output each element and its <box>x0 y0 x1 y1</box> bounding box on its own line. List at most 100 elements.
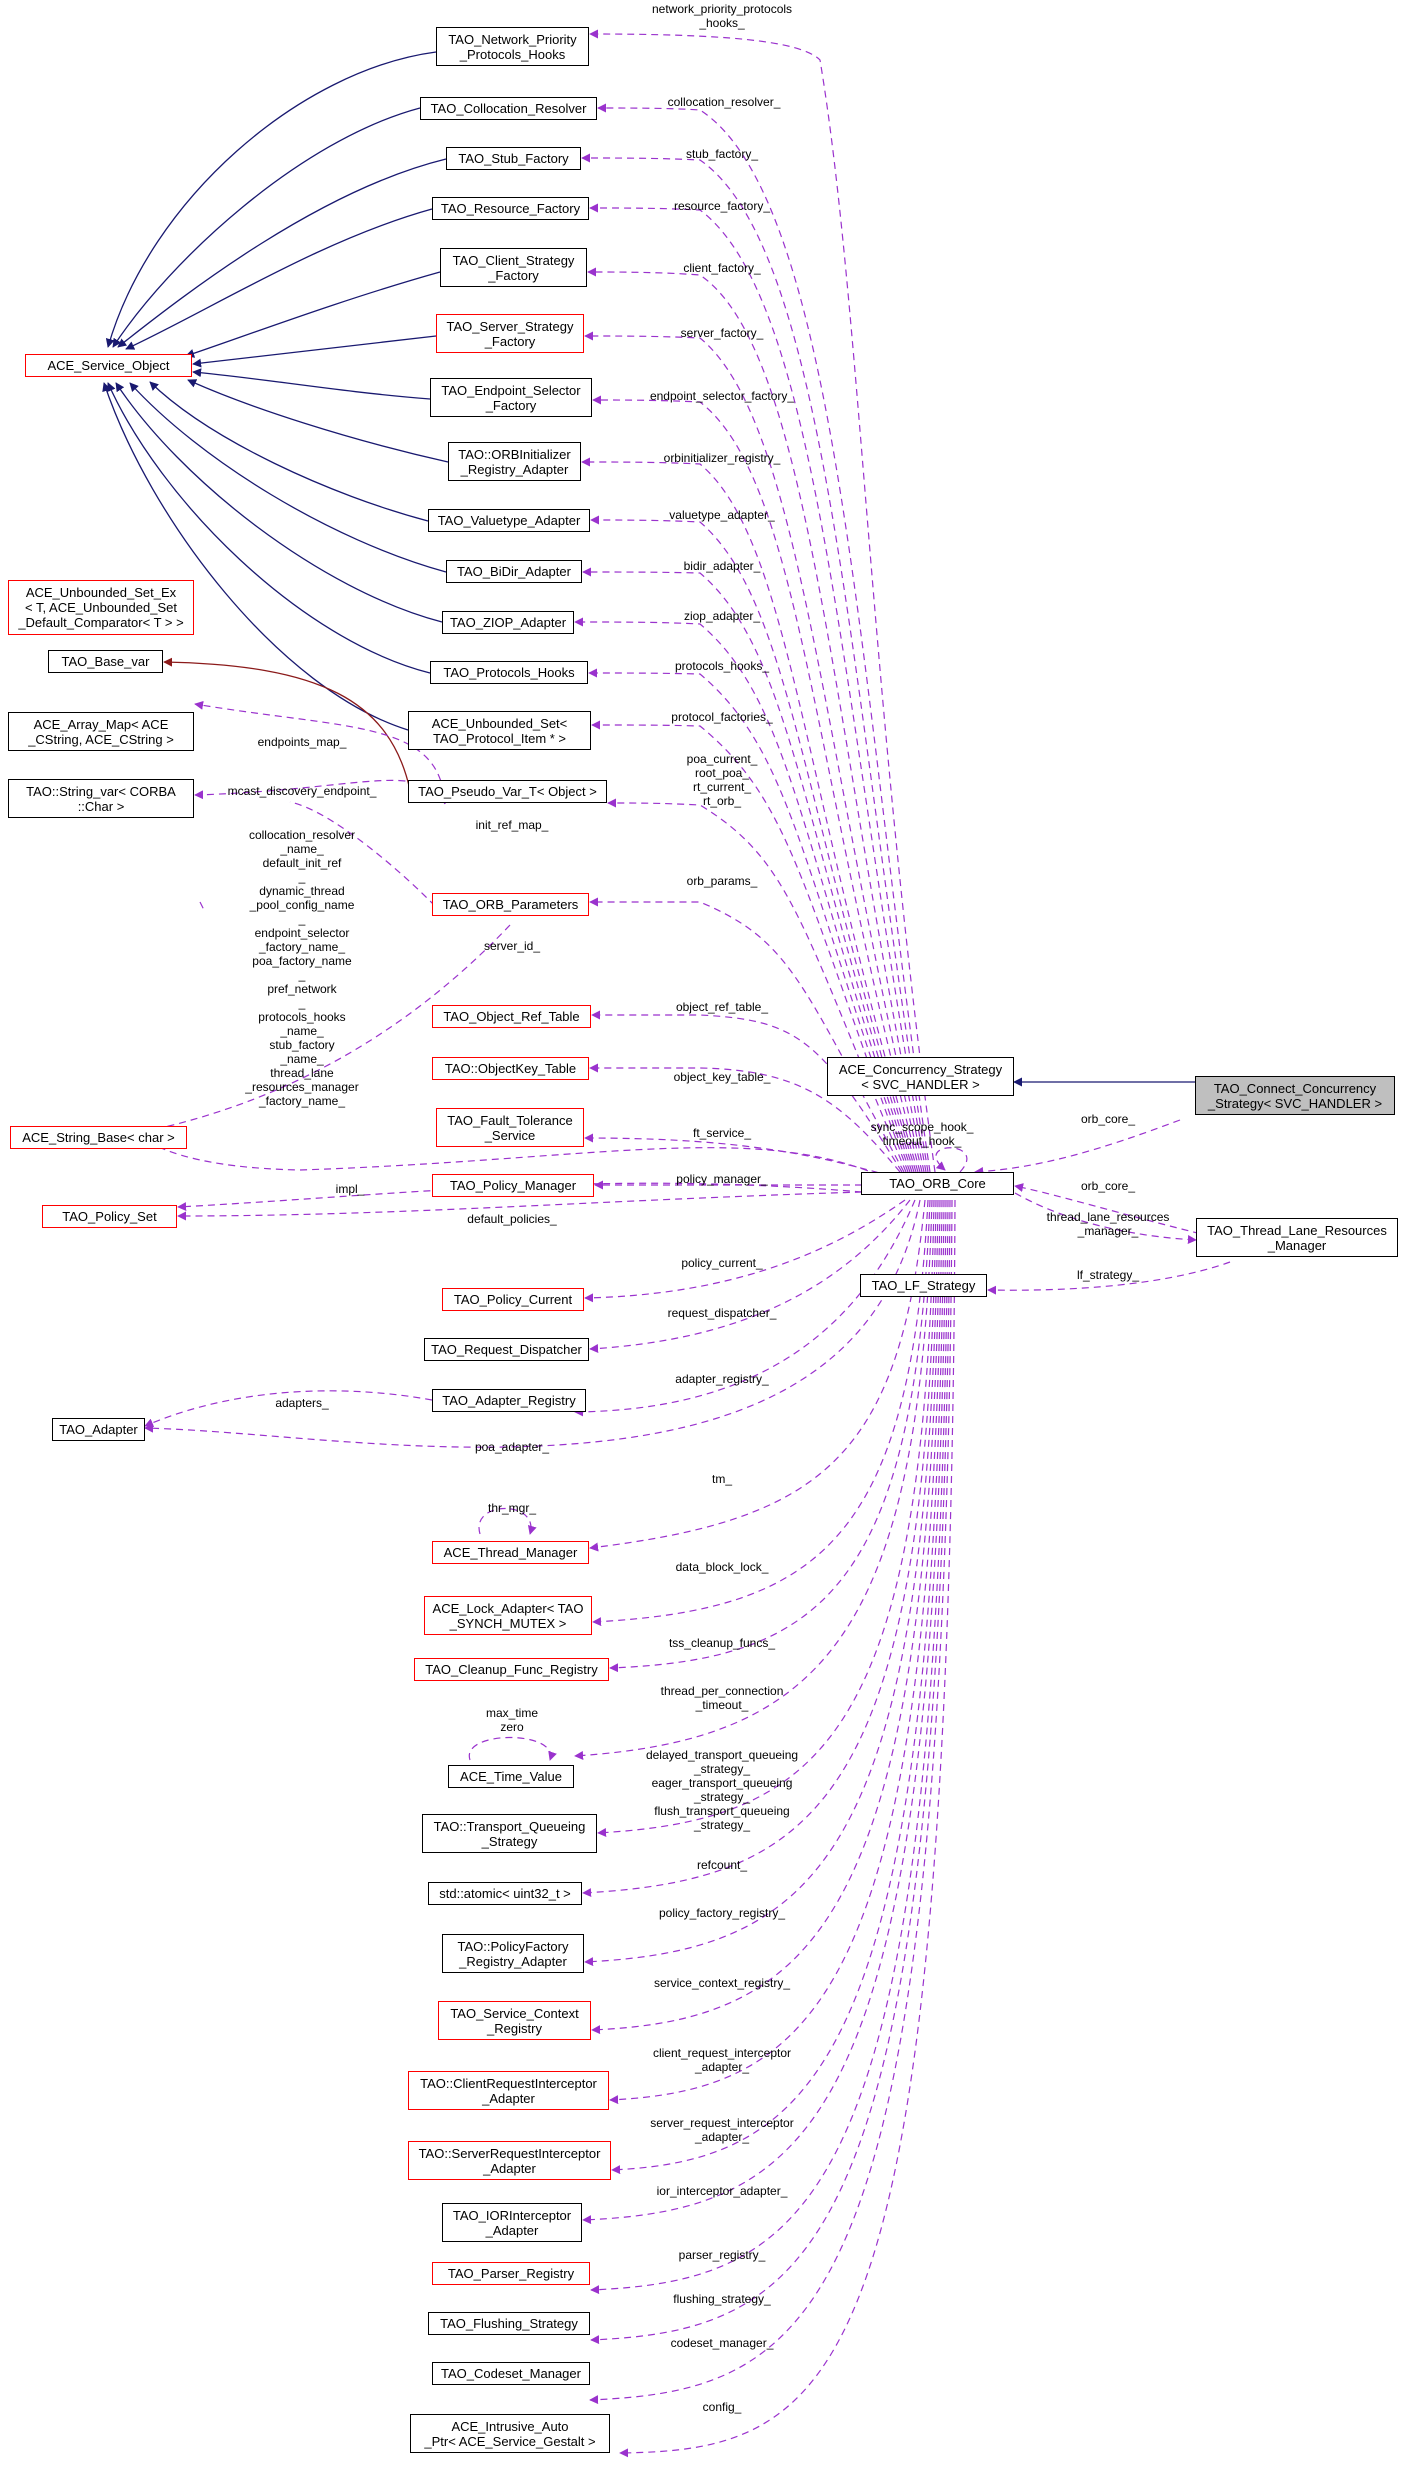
server-request-interceptor-adapter-node[interactable]: TAO::ServerRequestInterceptor _Adapter <box>408 2141 611 2180</box>
edge-label-protocols-hooks: protocols_hooks_ <box>674 659 770 673</box>
orb-parameters-node[interactable]: TAO_ORB_Parameters <box>432 893 589 916</box>
edge-label-policy-manager: policy_manager_ <box>676 1172 768 1186</box>
edge-label-sync-timeout: sync_scope_hook_ timeout_hook_ <box>870 1120 974 1148</box>
pseudo-var-node[interactable]: TAO_Pseudo_Var_T< Object > <box>408 780 607 803</box>
edge-label-default-policies: default_policies_ <box>467 1212 557 1226</box>
resource-factory-node[interactable]: TAO_Resource_Factory <box>432 197 589 220</box>
flushing-strategy-node[interactable]: TAO_Flushing_Strategy <box>428 2312 590 2335</box>
edge-label-tm: tm_ <box>711 1472 733 1486</box>
edge-label-policy-factory-registry: policy_factory_registry_ <box>658 1906 786 1920</box>
objectkey-table-node[interactable]: TAO::ObjectKey_Table <box>432 1057 589 1080</box>
edge-label-bidir-adapter: bidir_adapter_ <box>683 559 761 573</box>
usage-edges <box>137 29 1236 2458</box>
parser-registry-node[interactable]: TAO_Parser_Registry <box>432 2262 590 2285</box>
collocation-resolver-node[interactable]: TAO_Collocation_Resolver <box>420 97 597 120</box>
edge-label-impl: impl_ <box>335 1182 365 1196</box>
codeset-manager-node[interactable]: TAO_Codeset_Manager <box>432 2362 590 2385</box>
transport-queueing-strategy-node[interactable]: TAO::Transport_Queueing _Strategy <box>422 1814 597 1853</box>
edge-label-collocation-resolver: collocation_resolver_ <box>667 95 781 109</box>
network-priority-protocols-hooks-node[interactable]: TAO_Network_Priority _Protocols_Hooks <box>436 27 589 66</box>
object-ref-table-node[interactable]: TAO_Object_Ref_Table <box>432 1005 591 1028</box>
edge-label-max-time-zero: max_time zero <box>485 1706 539 1734</box>
endpoint-selector-factory-node[interactable]: TAO_Endpoint_Selector _Factory <box>430 378 592 417</box>
edge-label-codeset-manager: codeset_manager_ <box>670 2336 774 2350</box>
edge-label-ziop-adapter: ziop_adapter_ <box>683 609 761 623</box>
policy-manager-node[interactable]: TAO_Policy_Manager <box>432 1174 594 1197</box>
tao-adapter-node[interactable]: TAO_Adapter <box>52 1418 145 1441</box>
edge-label-orb-params: orb_params_ <box>686 874 758 888</box>
edge-label-orb-core-connect: orb_core_ <box>1080 1112 1136 1126</box>
edge-label-client-request-interceptor: client_request_interceptor _adapter_ <box>652 2046 792 2074</box>
edge-label-string-members: collocation_resolver _name_ default_init… <box>245 828 359 1108</box>
edge-label-server-request-interceptor: server_request_interceptor _adapter_ <box>650 2116 794 2144</box>
tao-base-var-node[interactable]: TAO_Base_var <box>48 650 163 673</box>
stub-factory-node[interactable]: TAO_Stub_Factory <box>446 147 581 170</box>
time-value-node[interactable]: ACE_Time_Value <box>448 1765 574 1788</box>
edge-label-client-factory: client_factory_ <box>683 261 761 275</box>
edge-label-object-ref-table: object_ref_table_ <box>675 1000 769 1014</box>
edge-label-orbinitializer-registry: orbinitializer_registry_ <box>663 451 781 465</box>
thread-manager-node[interactable]: ACE_Thread_Manager <box>432 1541 589 1564</box>
edge-label-server-id: server_id_ <box>483 939 541 953</box>
template-edges <box>163 657 411 791</box>
edge-label-resource-factory: resource_factory_ <box>673 199 771 213</box>
client-strategy-factory-node[interactable]: TAO_Client_Strategy _Factory <box>440 248 587 287</box>
edge-label-refcount: refcount_ <box>696 1858 748 1872</box>
protocols-hooks-node[interactable]: TAO_Protocols_Hooks <box>430 661 588 684</box>
edge-label-ior-interceptor: ior_interceptor_adapter_ <box>656 2184 788 2198</box>
unbounded-set-protocol-item-node[interactable]: ACE_Unbounded_Set< TAO_Protocol_Item * > <box>408 711 591 750</box>
tao-string-var-node[interactable]: TAO::String_var< CORBA ::Char > <box>8 779 194 818</box>
tao-policy-set-node[interactable]: TAO_Policy_Set <box>42 1205 177 1228</box>
ior-interceptor-adapter-node[interactable]: TAO_IORInterceptor _Adapter <box>442 2203 582 2242</box>
ace-unbounded-set-ex-node[interactable]: ACE_Unbounded_Set_Ex < T, ACE_Unbounded_… <box>8 580 194 635</box>
orbinitializer-registry-adapter-node[interactable]: TAO::ORBInitializer _Registry_Adapter <box>448 442 581 481</box>
edge-label-network-priority: network_priority_protocols _hooks_ <box>651 2 793 30</box>
edge-label-endpoint-selector-factory: endpoint_selector_factory_ <box>649 389 795 403</box>
lock-adapter-node[interactable]: ACE_Lock_Adapter< TAO _SYNCH_MUTEX > <box>424 1596 592 1635</box>
cleanup-func-registry-node[interactable]: TAO_Cleanup_Func_Registry <box>414 1658 609 1681</box>
valuetype-adapter-node[interactable]: TAO_Valuetype_Adapter <box>428 509 590 532</box>
edge-label-endpoints-map: endpoints_map_ <box>257 735 347 749</box>
fault-tolerance-service-node[interactable]: TAO_Fault_Tolerance _Service <box>436 1108 584 1147</box>
edge-label-flushing-strategy: flushing_strategy_ <box>673 2292 771 2306</box>
ace-string-base-node[interactable]: ACE_String_Base< char > <box>10 1126 187 1149</box>
policyfactory-registry-adapter-node[interactable]: TAO::PolicyFactory _Registry_Adapter <box>442 1934 584 1973</box>
intrusive-auto-ptr-node[interactable]: ACE_Intrusive_Auto _Ptr< ACE_Service_Ges… <box>410 2414 610 2453</box>
bidir-adapter-node[interactable]: TAO_BiDir_Adapter <box>446 560 582 583</box>
inheritance-edges <box>102 51 1195 1087</box>
edge-label-poa-adapter: poa_adapter_ <box>474 1440 550 1454</box>
concurrency-strategy-node[interactable]: ACE_Concurrency_Strategy < SVC_HANDLER > <box>827 1057 1014 1096</box>
policy-current-node[interactable]: TAO_Policy_Current <box>442 1288 584 1311</box>
ace-service-object-node[interactable]: ACE_Service_Object <box>25 354 192 377</box>
client-request-interceptor-adapter-node[interactable]: TAO::ClientRequestInterceptor _Adapter <box>408 2071 609 2110</box>
edge-label-thread-per-connection: thread_per_connection _timeout_ <box>660 1684 784 1712</box>
lf-strategy-node[interactable]: TAO_LF_Strategy <box>860 1274 987 1297</box>
service-context-registry-node[interactable]: TAO_Service_Context _Registry <box>438 2001 591 2040</box>
connect-concurrency-strategy-node[interactable]: TAO_Connect_Concurrency _Strategy< SVC_H… <box>1195 1076 1395 1115</box>
adapter-registry-node[interactable]: TAO_Adapter_Registry <box>432 1389 586 1412</box>
edge-label-lf-strategy: lf_strategy_ <box>1076 1268 1140 1282</box>
ace-array-map-node[interactable]: ACE_Array_Map< ACE _CString, ACE_CString… <box>8 712 194 751</box>
edge-label-service-context-registry: service_context_registry_ <box>653 1976 791 1990</box>
edge-label-object-key-table: object_key_table_ <box>673 1070 771 1084</box>
edge-label-protocol-factories: protocol_factories_ <box>671 710 773 724</box>
edge-label-thread-lane-resources: thread_lane_resources _manager_ <box>1046 1210 1170 1238</box>
server-strategy-factory-node[interactable]: TAO_Server_Strategy _Factory <box>436 314 584 353</box>
request-dispatcher-node[interactable]: TAO_Request_Dispatcher <box>424 1338 589 1361</box>
edge-label-adapters: adapters_ <box>275 1396 329 1410</box>
edge-label-valuetype-adapter: valuetype_adapter_ <box>669 508 775 522</box>
ziop-adapter-node[interactable]: TAO_ZIOP_Adapter <box>442 611 574 634</box>
edge-label-init-ref-map: init_ref_map_ <box>475 818 549 832</box>
edge-label-request-dispatcher: request_dispatcher_ <box>667 1306 777 1320</box>
edge-label-adapter-registry: adapter_registry_ <box>675 1372 769 1386</box>
edge-label-tss-cleanup: tss_cleanup_funcs_ <box>668 1636 776 1650</box>
edge-label-policy-current: policy_current_ <box>681 1256 763 1270</box>
atomic-uint32-node[interactable]: std::atomic< uint32_t > <box>428 1882 582 1905</box>
thread-lane-resources-manager-node[interactable]: TAO_Thread_Lane_Resources _Manager <box>1196 1218 1398 1257</box>
edge-label-orb-core-lane: orb_core_ <box>1080 1179 1136 1193</box>
edge-label-thr-mgr: thr_mgr_ <box>487 1501 537 1515</box>
orb-core-node[interactable]: TAO_ORB_Core <box>861 1172 1014 1195</box>
edge-label-parser-registry: parser_registry_ <box>678 2248 766 2262</box>
